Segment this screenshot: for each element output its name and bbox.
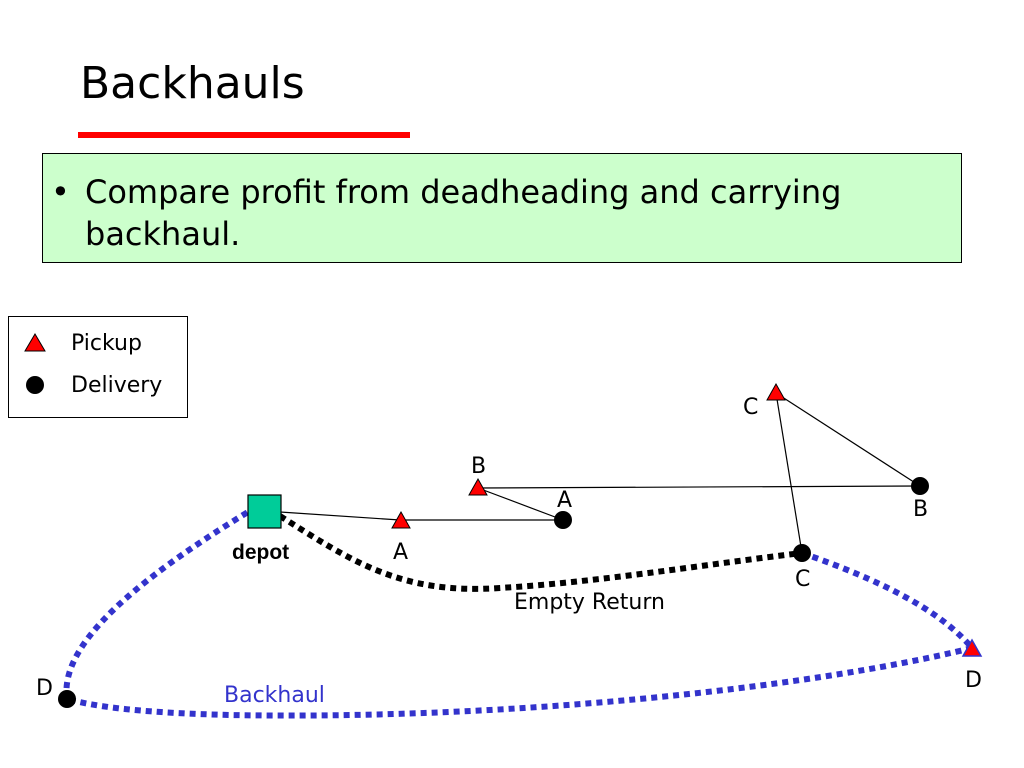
delivery-route-lines	[279, 392, 921, 554]
route-line-c-c	[775, 392, 803, 554]
delivery-d-icon	[58, 690, 76, 708]
delivery-c-label: C	[795, 567, 810, 592]
pickup-a-label: A	[393, 540, 408, 565]
pickup-d-icon	[961, 638, 983, 657]
pickup-a-icon	[391, 510, 411, 529]
delivery-b-label: B	[913, 497, 928, 522]
backhaul-path-d-d	[66, 645, 973, 719]
title-underline	[78, 132, 410, 138]
pickup-b-label: B	[471, 454, 486, 479]
pickup-c-label: C	[743, 395, 758, 420]
pickup-d-label: D	[965, 668, 982, 693]
delivery-a-icon	[554, 511, 572, 529]
bullet-box: Compare profit from deadheading and carr…	[42, 153, 962, 263]
legend-label-delivery: Delivery	[71, 373, 163, 398]
depot-icon	[247, 494, 282, 529]
delivery-a-label: A	[557, 488, 572, 513]
backhaul-path-d-depot	[63, 509, 250, 700]
backhaul-label: Backhaul	[224, 683, 325, 708]
red-triangle-icon	[24, 333, 46, 352]
route-line-b-b	[477, 485, 921, 489]
pickup-c-icon	[766, 382, 786, 401]
route-line-depot-a	[279, 511, 401, 521]
delivery-d-label: D	[36, 676, 53, 701]
route-line-a-b	[477, 487, 564, 521]
delivery-c-icon	[793, 544, 811, 562]
route-line-b-c	[775, 392, 921, 487]
bullet-list: Compare profit from deadheading and carr…	[43, 154, 961, 255]
legend: Pickup Delivery	[8, 316, 188, 418]
black-dot-icon	[26, 376, 44, 394]
empty-return-label: Empty Return	[514, 590, 665, 615]
bullet-item: Compare profit from deadheading and carr…	[51, 154, 961, 255]
pickup-b-icon	[468, 477, 488, 496]
slide-title: Backhauls	[80, 58, 305, 109]
backhaul-path-c-d	[801, 550, 975, 650]
legend-label-pickup: Pickup	[71, 331, 142, 356]
delivery-b-icon	[911, 477, 929, 495]
depot-label: depot	[232, 541, 289, 564]
empty-return-path	[278, 513, 803, 592]
